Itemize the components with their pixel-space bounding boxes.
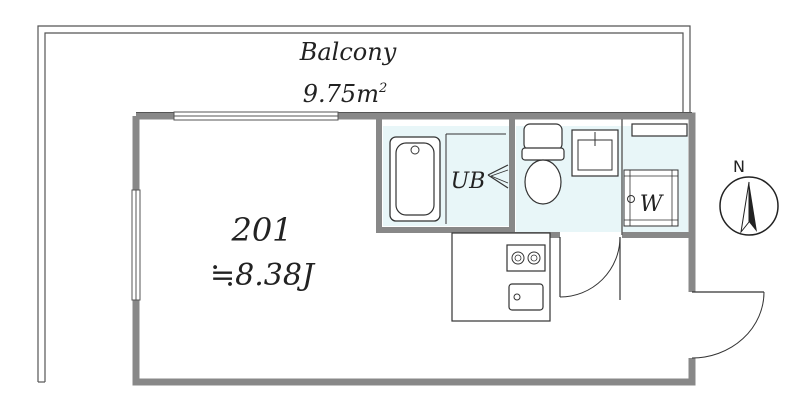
- toilet: [521, 123, 565, 205]
- burner-right-icon: [527, 251, 541, 265]
- washer-drain-icon: [627, 195, 635, 203]
- balcony-area: 9.75m2: [303, 80, 387, 108]
- balcony-inner-line: [44, 32, 684, 382]
- compass: N: [719, 157, 779, 236]
- balcony-area-value: 9.75m: [303, 80, 379, 108]
- burner-left-icon: [511, 251, 525, 265]
- drain-icon: [410, 145, 420, 155]
- compass-label: N: [733, 157, 745, 176]
- balcony-area-unit-sup: 2: [378, 81, 387, 96]
- entrance-opening: [688, 292, 696, 358]
- side-window: [131, 189, 141, 301]
- balcony-window: [173, 111, 339, 121]
- washer-label: W: [640, 192, 665, 217]
- stove-icon: [506, 244, 546, 272]
- interior-walls: [376, 119, 690, 238]
- toilet-tank: [523, 123, 563, 151]
- room-area: ≒8.38J: [210, 258, 316, 293]
- washer-pan: [623, 169, 679, 227]
- balcony: [37, 25, 691, 383]
- bathtub: [389, 136, 441, 222]
- balcony-outer-line: [37, 25, 691, 382]
- shelf: [631, 123, 688, 137]
- toilet-door: [559, 236, 621, 300]
- room-number: 201: [230, 211, 292, 249]
- bath-sink: [487, 164, 509, 189]
- toilet-bowl: [524, 159, 562, 205]
- bath-label: UB: [451, 169, 486, 194]
- kitchen: [451, 232, 551, 322]
- entrance-door: [691, 291, 765, 359]
- balcony-label: Balcony: [299, 38, 397, 66]
- kitchen-sink-icon: [508, 283, 544, 311]
- north-arrow-icon: [749, 182, 757, 232]
- wash-basin: [571, 129, 619, 177]
